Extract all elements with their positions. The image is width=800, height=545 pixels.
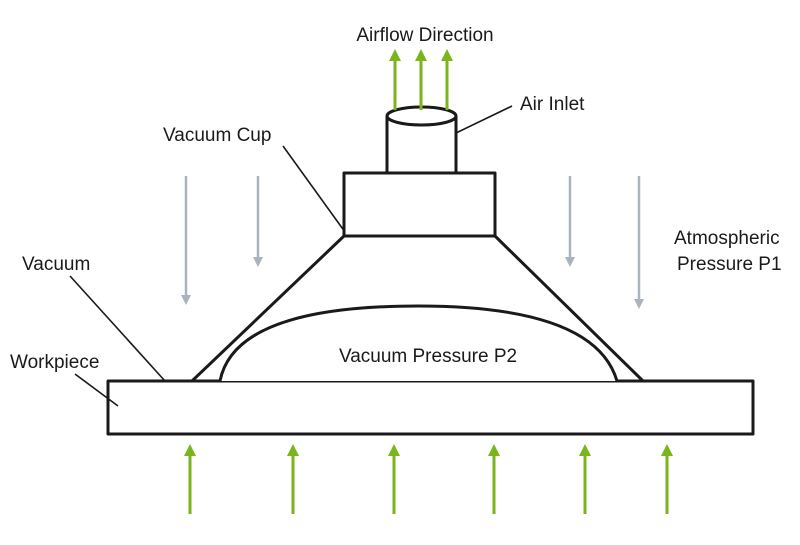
atmospheric-arrows [181, 176, 644, 309]
vacuum-pressure-label: Vacuum Pressure P2 [339, 346, 517, 367]
vacuum-chamber [218, 304, 619, 382]
vacuum-label: Vacuum [22, 254, 90, 275]
bottom-pressure-arrows [184, 444, 673, 514]
airflow-arrows [389, 49, 453, 110]
atmospheric-label-line1: Atmospheric [674, 228, 780, 249]
vacuum-leader [69, 275, 166, 382]
workpiece-leader [74, 373, 119, 407]
airflow-direction-label: Airflow Direction [356, 25, 493, 46]
air-inlet-leader [455, 105, 513, 134]
vacuum-cup-leader [282, 145, 346, 233]
air-inlet-label: Air Inlet [520, 94, 585, 115]
air-inlet-pipe [385, 116, 458, 175]
atmospheric-label-line2: Pressure P1 [677, 254, 782, 275]
workpiece-label: Workpiece [10, 352, 99, 373]
workpiece-plate [106, 379, 755, 436]
vacuum-cup-collar [342, 171, 497, 238]
vacuum-cup-label: Vacuum Cup [163, 125, 271, 146]
